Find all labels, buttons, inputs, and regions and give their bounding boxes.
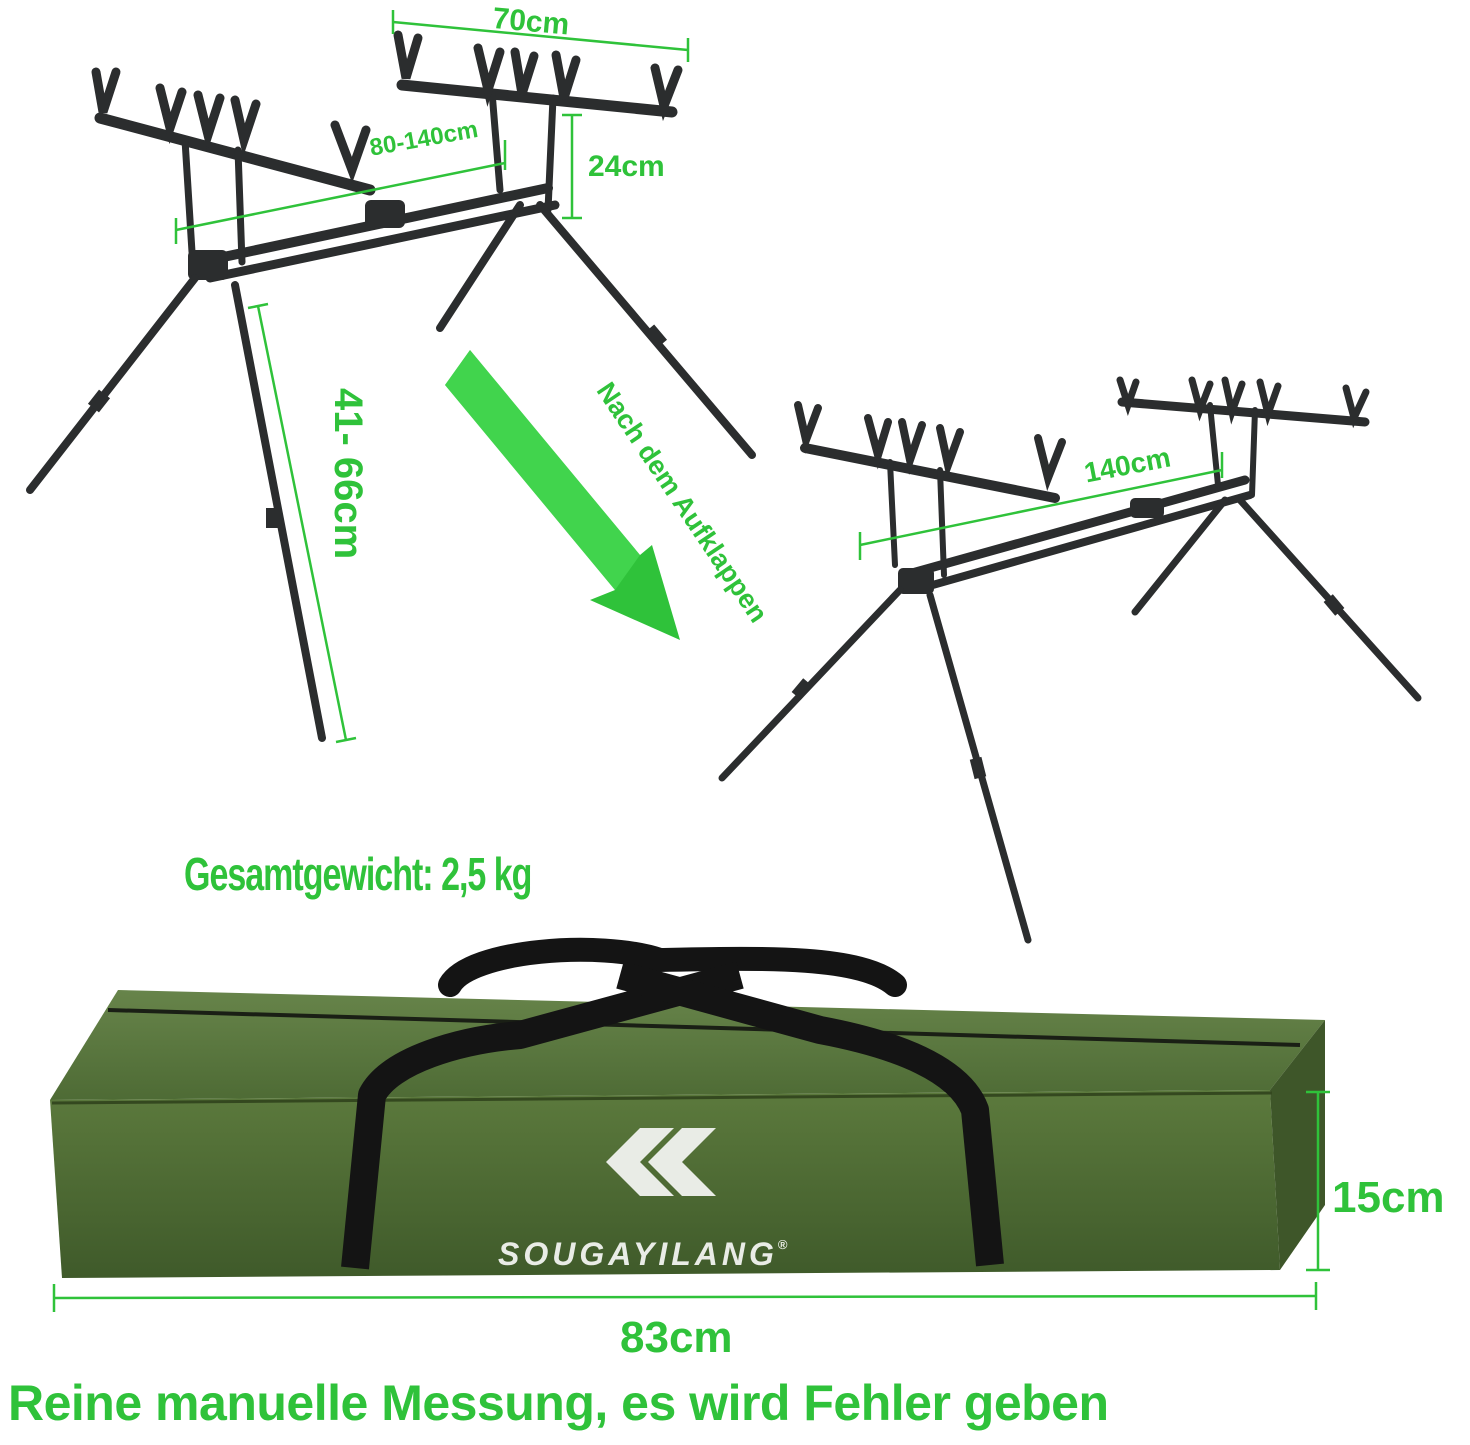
brand-name: SOUGAYILANG® [498, 1238, 787, 1270]
brand-logo-icon [606, 1128, 716, 1196]
dimension-lines-top [174, 10, 690, 744]
registered-mark: ® [777, 1237, 788, 1252]
dimension-lines-bag [52, 1090, 1330, 1312]
rod-pod-large [26, 30, 756, 742]
arrow-icon [445, 350, 680, 640]
brand-name-text: SOUGAYILANG [498, 1236, 778, 1272]
carry-bag [50, 937, 1325, 1278]
bag-height-label: 15cm [1332, 1173, 1445, 1222]
disclaimer-text: Reine manuelle Messung, es wird Fehler g… [8, 1375, 1109, 1431]
top-width-label: 70cm [491, 2, 571, 42]
total-weight-label: Gesamtgewicht: 2,5 kg [184, 849, 532, 901]
rod-pod-unfolded [718, 376, 1422, 944]
height-small-label: 24cm [588, 150, 665, 183]
bag-length-label: 83cm [620, 1313, 733, 1362]
leg-length-label: 41- 66cm [326, 388, 370, 560]
dimension-lines-unfolded [858, 452, 1224, 560]
